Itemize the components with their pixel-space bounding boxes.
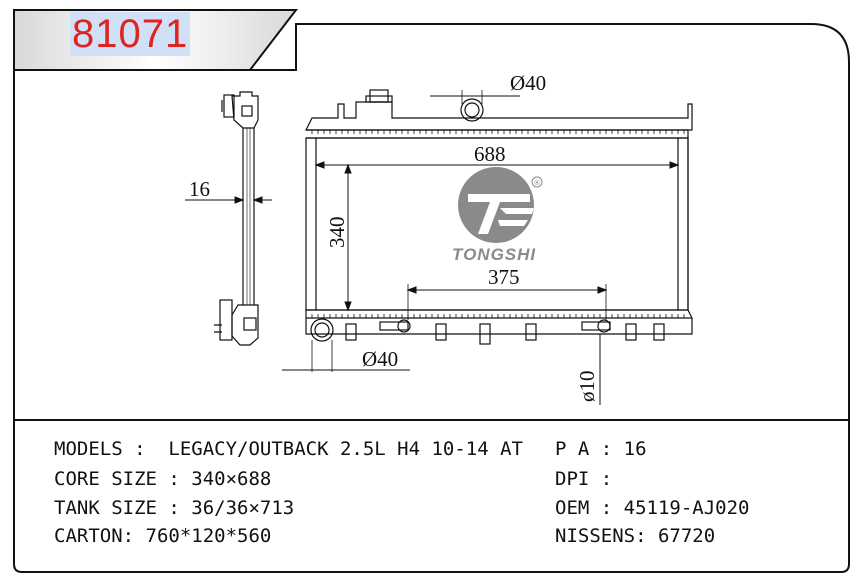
core-height-label: 340: [325, 217, 349, 249]
spec-tank-size: TANK SIZE : 36/36×713: [54, 497, 295, 519]
front-view: [305, 89, 693, 345]
tank-fins: [311, 130, 685, 318]
part-number: 81071: [70, 12, 191, 56]
registered-mark: ®: [534, 179, 541, 187]
spec-models: MODELS : LEGACY/OUTBACK 2.5L H4 10-14 AT: [54, 438, 523, 460]
spec-dpi: DPI :: [555, 468, 613, 490]
core-width-label: 688: [474, 142, 506, 166]
front-dimensions: [282, 90, 680, 405]
spec-nissens: NISSENS: 67720: [555, 525, 716, 547]
spec-oem: OEM : 45119-AJ020: [555, 497, 750, 519]
side-view: [214, 91, 259, 346]
outer-border: [13, 23, 850, 573]
part-number-text: 81071: [70, 12, 191, 56]
pipe-spacing-label: 375: [488, 265, 520, 289]
small-pipe-label: ø10: [575, 371, 599, 403]
brand-logo-icon: [458, 167, 543, 243]
inlet-diameter-label: Ø40: [510, 71, 546, 95]
thickness-label: 16: [189, 177, 210, 201]
spec-core-size: CORE SIZE : 340×688: [54, 468, 272, 490]
spec-carton: CARTON: 760*120*560: [54, 525, 272, 547]
thickness-dimension: [185, 196, 272, 204]
spec-pa: P A : 16: [555, 438, 647, 460]
brand-name: TONGSHI: [452, 245, 536, 264]
outlet-diameter-label: Ø40: [362, 347, 398, 371]
